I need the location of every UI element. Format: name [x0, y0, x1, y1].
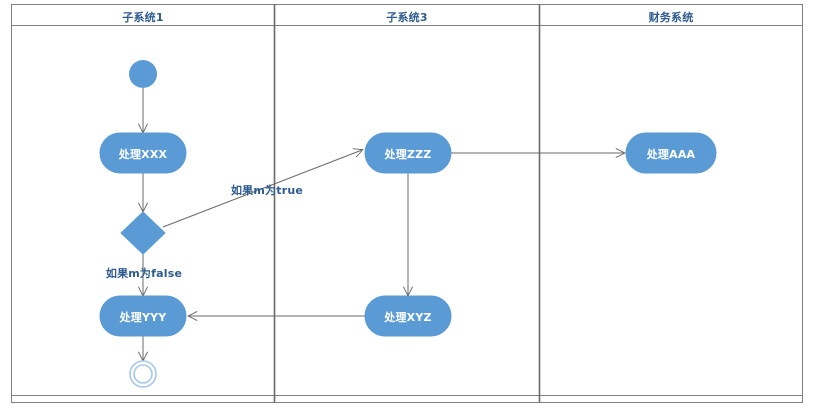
- lane-title-subsystem-3: 子系统3: [386, 11, 428, 24]
- edge-label-m-is-false: 如果m为false: [105, 267, 183, 280]
- edge-decision-to-act-zzz: [162, 150, 362, 228]
- node-action-act-xyz[interactable]: [364, 295, 452, 337]
- node-action-act-zzz[interactable]: [364, 132, 452, 174]
- node-initial-start[interactable]: [129, 60, 157, 88]
- swimlane-frame: [11, 4, 803, 403]
- edge-label-m-is-true: 如果m为true: [230, 184, 304, 197]
- node-decision-m[interactable]: [120, 211, 166, 255]
- node-action-act-yyy[interactable]: [99, 295, 187, 337]
- node-action-act-aaa[interactable]: [625, 132, 717, 174]
- node-final-end-inner: [133, 364, 153, 384]
- node-action-act-xxx[interactable]: [99, 132, 187, 174]
- lane-title-subsystem-1: 子系统1: [122, 11, 164, 24]
- lane-title-finance-system: 财务系统: [648, 11, 694, 24]
